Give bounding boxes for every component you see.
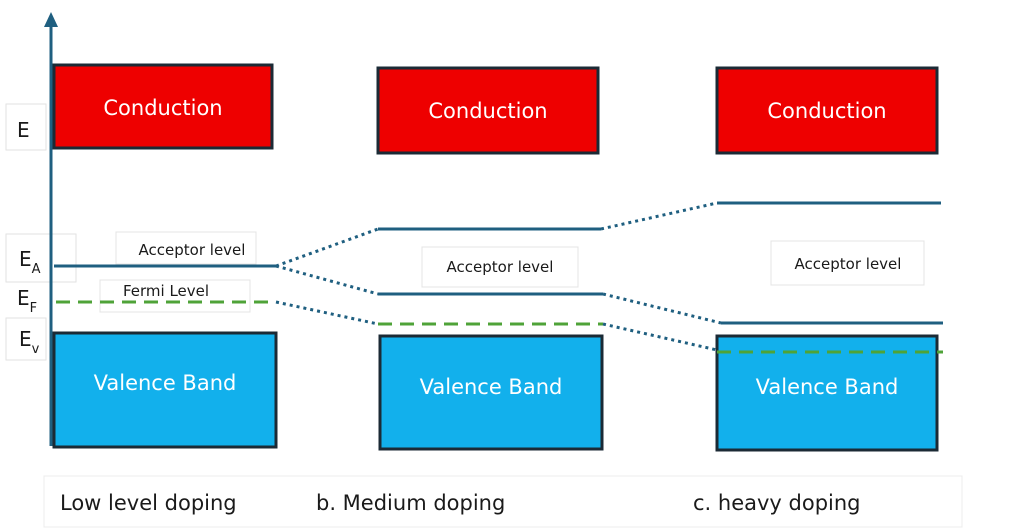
connector-upper-medium-heavy bbox=[600, 201, 718, 231]
connector-fermi-medium-heavy bbox=[602, 322, 718, 352]
valence-band-label-medium: Valence Band bbox=[420, 375, 563, 399]
conduction-band-low bbox=[52, 63, 274, 150]
valence-band-medium bbox=[378, 334, 604, 451]
fermi-energy-symbol-main: E bbox=[17, 286, 30, 310]
energy-axis bbox=[44, 12, 58, 446]
valence-band-heavy bbox=[715, 334, 939, 452]
panel-connectors bbox=[275, 201, 722, 352]
acceptor-energy-symbol-main: E bbox=[19, 247, 32, 271]
acceptor-label-box-low bbox=[115, 231, 257, 265]
connector-acceptor-to-upper-low-medium bbox=[275, 227, 379, 268]
energy-label-frame bbox=[5, 103, 47, 151]
acceptor-level-label-low: Acceptor level bbox=[139, 241, 246, 259]
fermi-level-label-low: Fermi Level bbox=[123, 282, 209, 300]
acceptor-label-box-heavy bbox=[770, 240, 925, 286]
valence-band-low bbox=[52, 331, 278, 449]
conduction-band-heavy bbox=[715, 66, 939, 155]
fermi-label-box-low bbox=[99, 279, 251, 313]
valence-band-label-heavy: Valence Band bbox=[756, 375, 899, 399]
acceptor-energy-symbol: EA bbox=[19, 247, 41, 277]
caption-frame bbox=[43, 475, 963, 528]
connector-acceptor-low-medium bbox=[275, 264, 379, 296]
fermi-energy-symbol-sub: F bbox=[30, 301, 37, 316]
energy-axis-label: E bbox=[17, 118, 30, 142]
caption-medium-doping: b. Medium doping bbox=[316, 491, 505, 515]
valence-energy-symbol: Ev bbox=[19, 327, 40, 357]
connector-acceptor-medium-heavy bbox=[602, 292, 722, 325]
acceptor-energy-symbol-sub: A bbox=[32, 262, 41, 277]
axis-label-frames bbox=[5, 103, 77, 361]
acceptor-energy-label-frame bbox=[5, 233, 77, 283]
fermi-energy-symbol: EF bbox=[17, 286, 37, 316]
panel-heavy-doping: Conduction Acceptor level Valence Band bbox=[715, 66, 943, 452]
conduction-band-medium bbox=[376, 66, 600, 155]
energy-axis-arrowhead bbox=[44, 12, 58, 27]
conduction-band-label-low: Conduction bbox=[103, 96, 222, 120]
acceptor-level-label-heavy: Acceptor level bbox=[795, 255, 902, 273]
connector-fermi-low-medium bbox=[275, 300, 379, 326]
acceptor-level-label-medium: Acceptor level bbox=[447, 258, 554, 276]
valence-energy-label-frame bbox=[5, 317, 47, 361]
conduction-band-label-medium: Conduction bbox=[428, 99, 547, 123]
panel-medium-doping: Conduction Acceptor level Valence Band bbox=[376, 66, 604, 451]
acceptor-label-box-medium bbox=[421, 246, 579, 288]
valence-energy-symbol-main: E bbox=[19, 327, 32, 351]
caption-low-doping: Low level doping bbox=[60, 491, 237, 515]
panel-low-doping: Conduction Acceptor level Fermi Level Va… bbox=[52, 63, 278, 449]
valence-energy-symbol-sub: v bbox=[32, 342, 40, 357]
valence-band-label-low: Valence Band bbox=[94, 371, 237, 395]
caption-heavy-doping: c. heavy doping bbox=[693, 491, 861, 515]
conduction-band-label-heavy: Conduction bbox=[767, 99, 886, 123]
